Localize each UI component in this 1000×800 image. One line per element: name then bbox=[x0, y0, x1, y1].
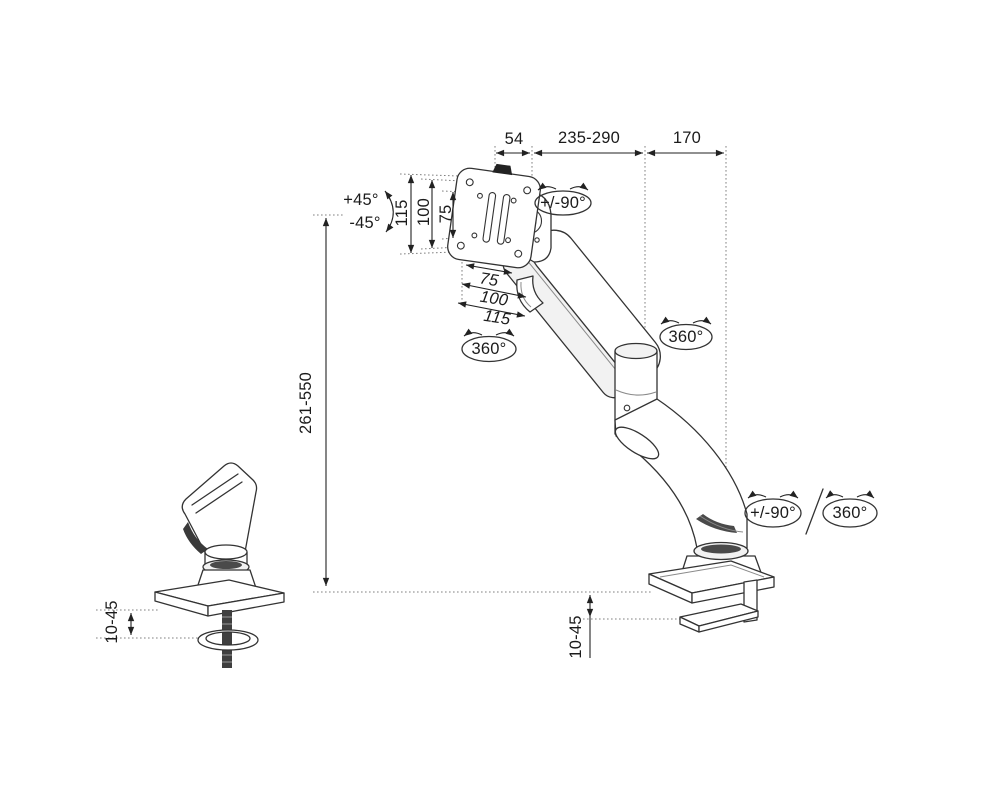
base-rotation-label: 360° bbox=[832, 503, 868, 522]
dim-54-label: 54 bbox=[504, 129, 524, 148]
tilt-arc bbox=[384, 190, 394, 233]
height-range-label: 261-550 bbox=[296, 372, 315, 434]
vesa-height-100-label: 100 bbox=[414, 197, 433, 227]
clamp-bolt bbox=[222, 610, 232, 668]
vesa-height-75-label: 75 bbox=[436, 204, 455, 224]
head-swivel-label: +/-90° bbox=[540, 193, 586, 212]
base-clamp bbox=[648, 555, 775, 633]
vesa-plate bbox=[447, 163, 541, 269]
washer bbox=[197, 629, 259, 651]
vesa-rotation-label: 360° bbox=[471, 339, 507, 358]
lower-arm bbox=[614, 398, 749, 561]
vesa-width-100-label: 100 bbox=[478, 287, 510, 310]
elbow-rotation-label: 360° bbox=[668, 327, 704, 346]
base-swivel-label: +/-90° bbox=[750, 503, 796, 522]
vesa-width-115-label: 115 bbox=[482, 306, 512, 329]
dim-235-290-label: 235-290 bbox=[558, 128, 620, 147]
rotation-indicators bbox=[461, 182, 878, 535]
desk-thickness-main-label: 10-45 bbox=[566, 615, 585, 659]
tilt-up-label: +45° bbox=[343, 190, 379, 209]
tilt-down-label: -45° bbox=[349, 213, 381, 232]
vesa-height-115-label: 115 bbox=[392, 199, 411, 227]
dimension-lines bbox=[127, 149, 724, 658]
desk-thickness-side-label: 10-45 bbox=[102, 600, 121, 644]
side-view-clamp bbox=[154, 462, 285, 668]
slash-divider bbox=[805, 488, 824, 535]
dim-170-label: 170 bbox=[672, 128, 702, 147]
